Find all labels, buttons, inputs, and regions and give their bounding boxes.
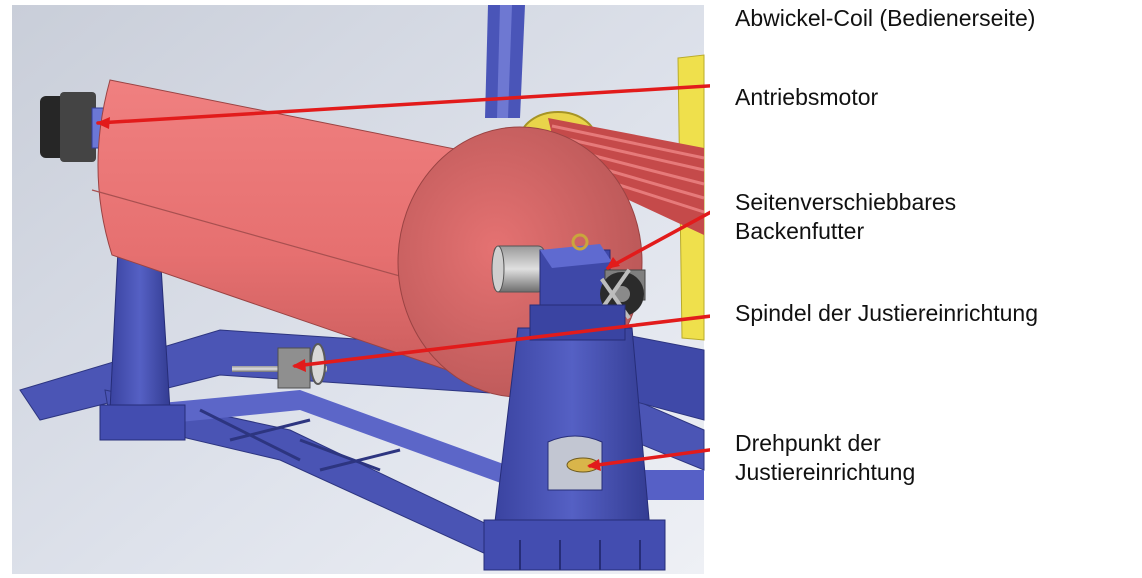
drive-motor-label: Antriebsmotor bbox=[735, 84, 879, 110]
leader-spindle bbox=[293, 314, 710, 368]
adjust-spindle bbox=[232, 343, 327, 389]
coil-title-label: Abwickel-Coil (Bedienerseite) bbox=[735, 5, 1036, 31]
right-stand bbox=[483, 327, 666, 571]
leader-chuck bbox=[606, 210, 710, 270]
mast bbox=[485, 5, 525, 118]
leader-pivot bbox=[588, 448, 710, 468]
pivot-label-line2: Justiereinrichtung bbox=[735, 459, 916, 485]
pivot-label: Drehpunkt der Justiereinrichtung bbox=[735, 429, 915, 487]
leader-lines bbox=[96, 84, 710, 468]
left-stand bbox=[99, 249, 186, 441]
jaw-chuck-label-line2: Backenfutter bbox=[735, 218, 865, 244]
jaw-chuck-label-line1: Seitenverschiebbares bbox=[735, 189, 957, 215]
leader-arrowheads bbox=[96, 117, 620, 471]
jaw-chuck-label: Seitenverschiebbares Backenfutter bbox=[735, 188, 956, 246]
pivot-label-line1: Drehpunkt der bbox=[735, 430, 881, 456]
adjust-spindle-label: Spindel der Justiereinrichtung bbox=[735, 300, 1039, 326]
cad-rendering bbox=[12, 5, 710, 574]
leader-motor bbox=[96, 84, 710, 125]
